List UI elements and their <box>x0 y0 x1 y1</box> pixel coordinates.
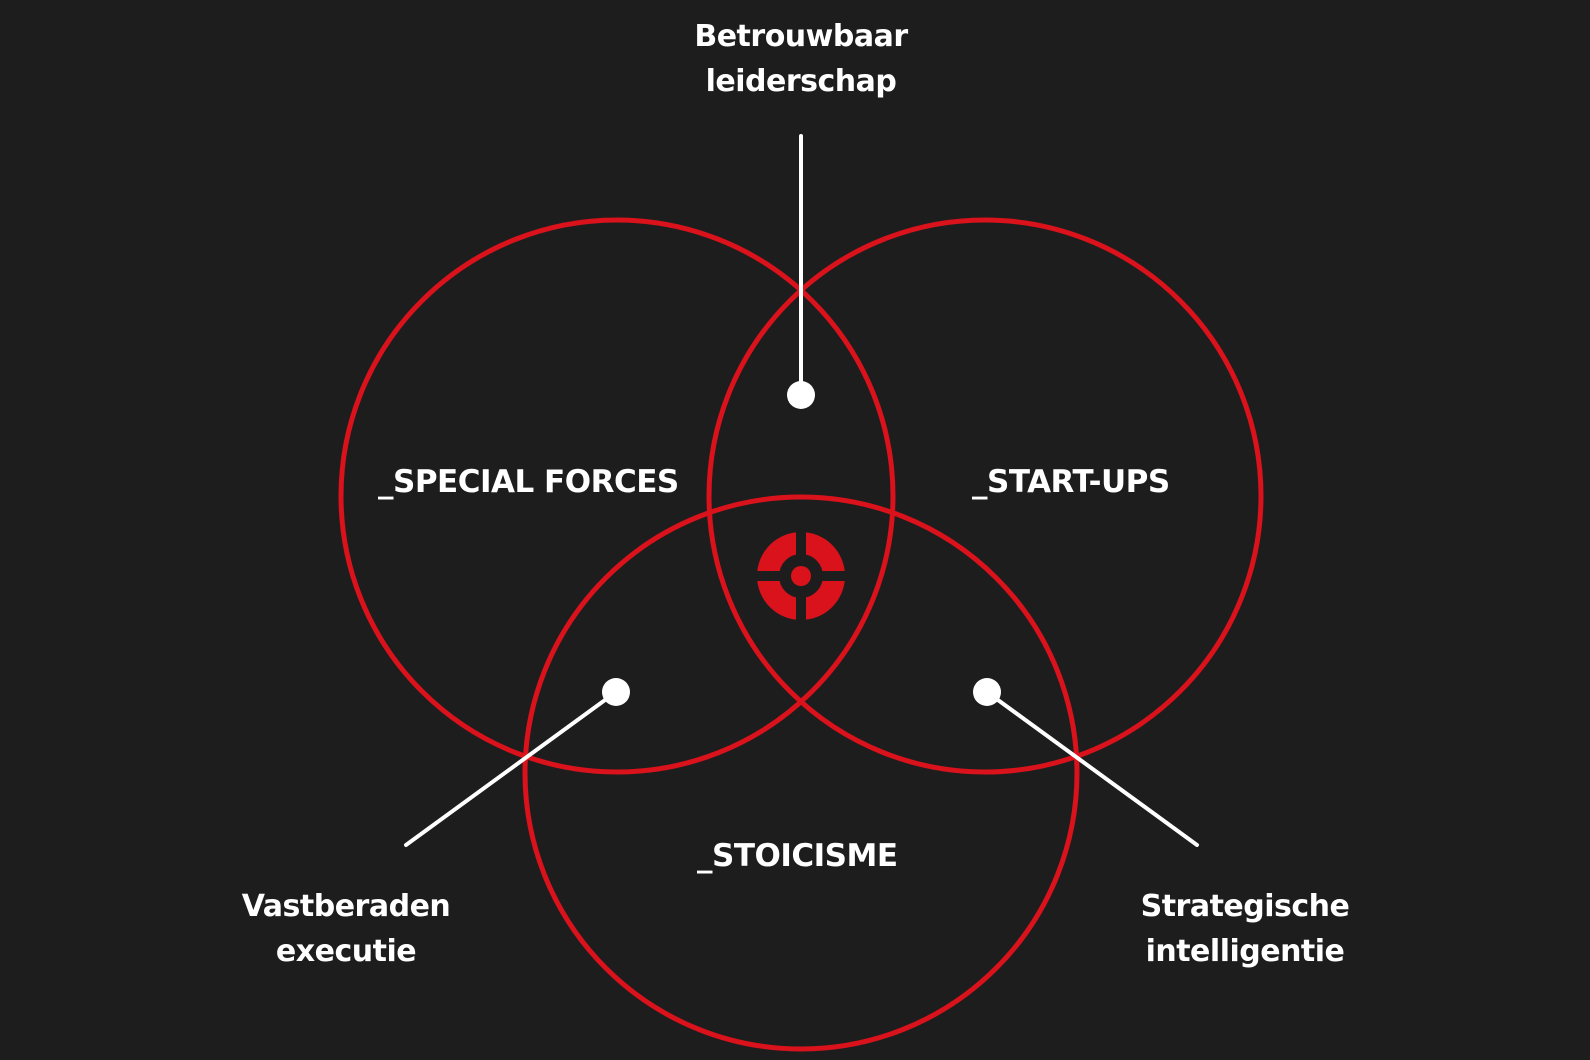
circle-special-forces <box>338 217 896 775</box>
target-gap-bottom <box>796 596 806 624</box>
label-start-ups: _START-UPS <box>972 464 1170 500</box>
target-center-dot <box>791 566 811 586</box>
marker-dot-right <box>973 678 1001 706</box>
circle-stoicisme <box>522 494 1080 1052</box>
callout-right-line2: intelligentie <box>1146 934 1345 969</box>
label-stoicisme: _STOICISME <box>697 838 898 874</box>
callout-left-line2: executie <box>276 934 416 969</box>
callout-right-line1: Strategische <box>1141 889 1350 924</box>
crosshair-target-icon <box>753 528 849 624</box>
marker-dot-left <box>602 678 630 706</box>
target-gap-left <box>753 571 781 581</box>
callout-top-line1: Betrouwbaar <box>694 19 908 54</box>
leader-line-left <box>404 690 618 847</box>
label-special-forces: _SPECIAL FORCES <box>378 464 679 500</box>
leader-line-right <box>985 690 1199 847</box>
callout-top-line2: leiderschap <box>706 64 897 99</box>
marker-dot-top <box>787 381 815 409</box>
target-gap-top <box>796 528 806 556</box>
callout-left-line1: Vastberaden <box>242 889 451 924</box>
circle-start-ups <box>706 217 1264 775</box>
target-gap-right <box>821 571 849 581</box>
